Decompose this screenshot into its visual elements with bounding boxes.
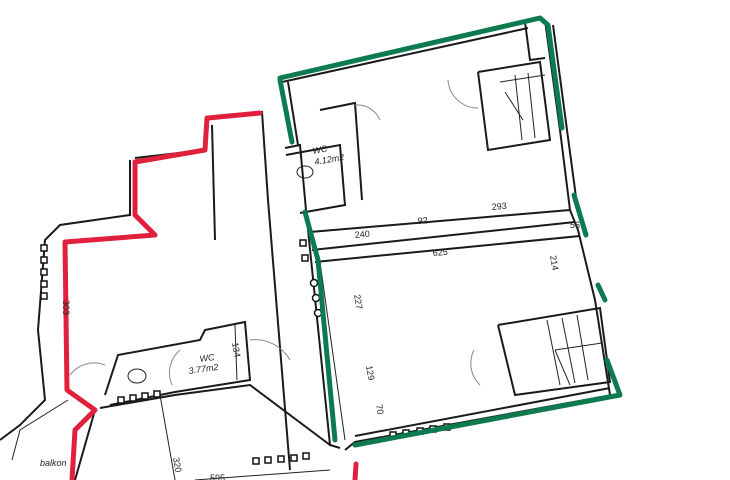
left-unit-walls [0,110,331,480]
dimension-labels: 240 92 293 56 625 214 227 129 70 134 303… [61,201,580,480]
dim-56: 56 [570,220,580,230]
dim-227: 227 [352,294,364,311]
dim-129: 129 [364,365,376,382]
dim-303: 303 [61,300,71,315]
dim-293: 293 [491,201,507,212]
red-outline [62,110,359,480]
room-area-wc-lower: 3.77m2 [188,362,219,376]
dim-214: 214 [548,255,560,272]
dim-134: 134 [230,342,242,359]
balcony-label: balkon [40,458,67,468]
room-name-wc-upper: WC [312,143,329,156]
dim-625: 625 [432,247,448,258]
dim-595: 595 [210,473,225,480]
room-name-wc-lower: WC [199,352,216,364]
dim-92: 92 [417,215,428,226]
dim-70: 70 [374,404,386,416]
dim-240: 240 [354,229,370,240]
dim-320: 320 [171,457,183,474]
green-outline [277,15,623,448]
